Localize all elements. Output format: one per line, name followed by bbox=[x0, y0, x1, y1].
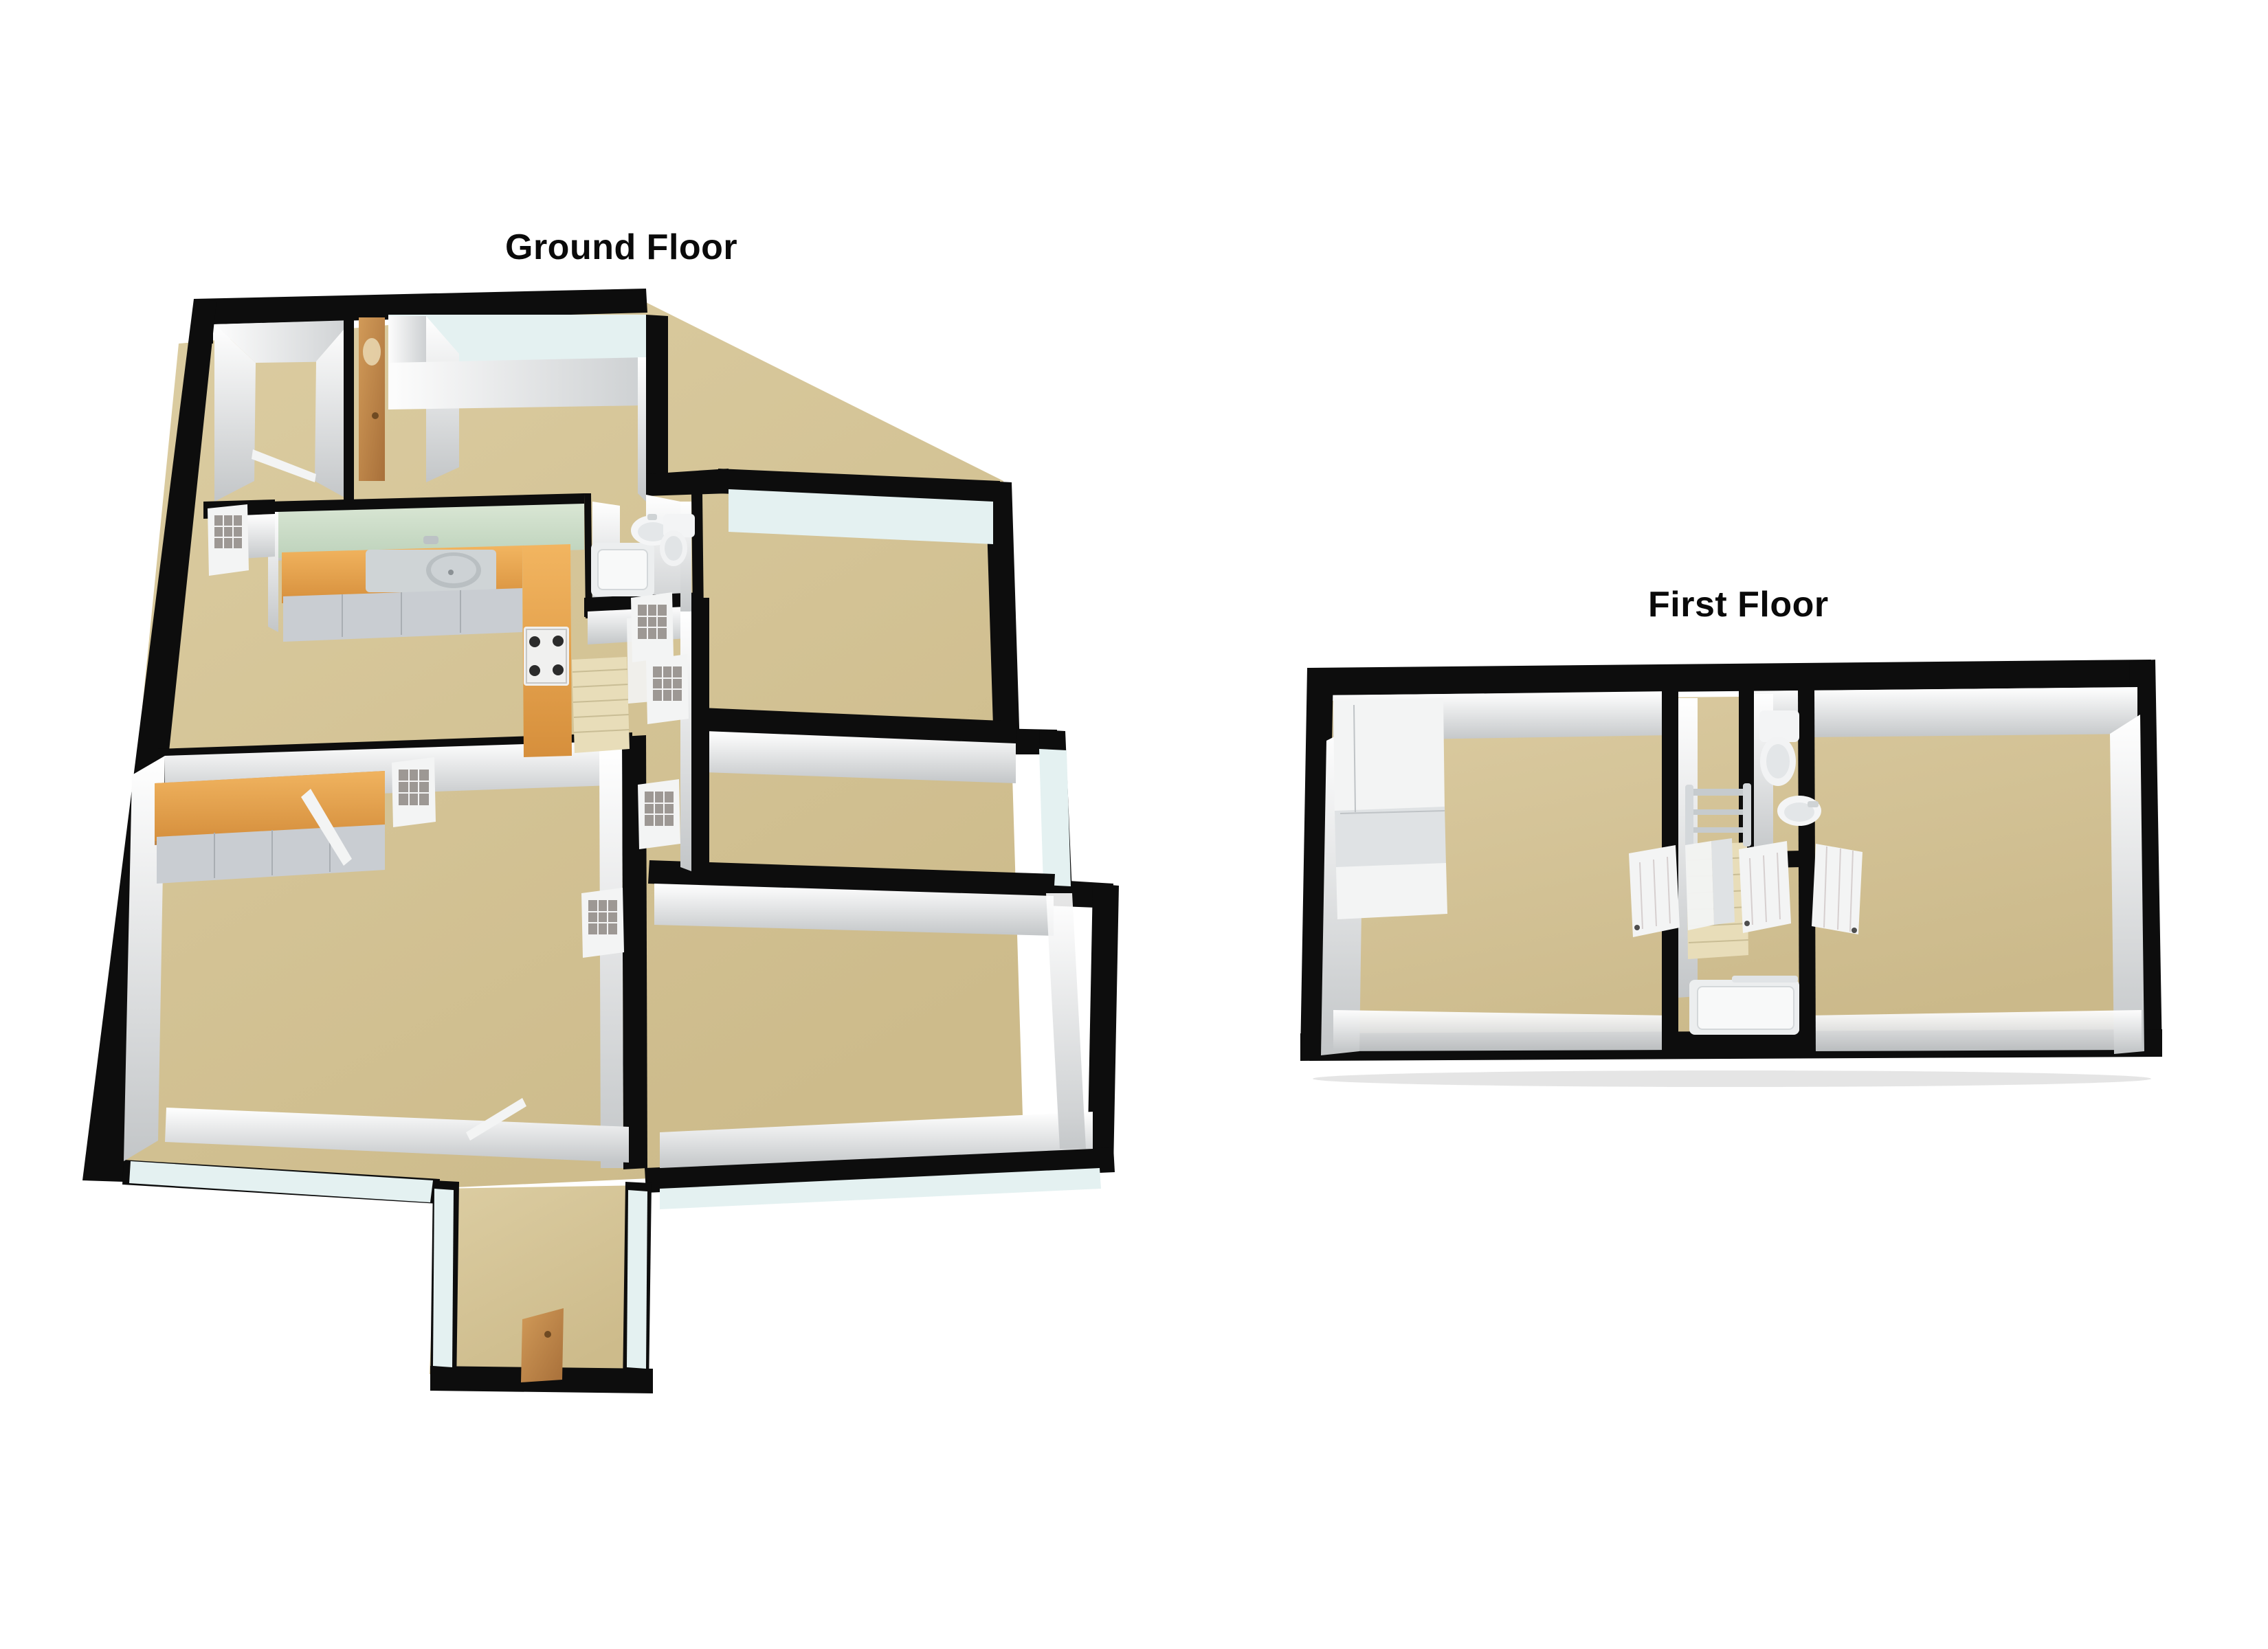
ground-doors bbox=[208, 317, 689, 1382]
hob-icon bbox=[524, 627, 569, 686]
wardrobe-icon bbox=[1333, 698, 1447, 919]
internal-door-icon[interactable] bbox=[1739, 841, 1791, 933]
landing-doors bbox=[1629, 838, 1863, 937]
toilet-icon bbox=[1759, 710, 1799, 742]
door-leaf[interactable] bbox=[301, 789, 352, 866]
plan-shadow bbox=[1313, 1070, 2151, 1087]
door-leaf[interactable] bbox=[466, 1098, 526, 1141]
first-wc-fittings bbox=[1759, 710, 1821, 826]
first-floor-title: First Floor bbox=[1648, 585, 1829, 625]
porch-door-icon[interactable] bbox=[521, 1308, 564, 1382]
internal-door-icon[interactable] bbox=[646, 654, 689, 724]
banister-icon bbox=[1685, 783, 1751, 848]
ground-floor-title: Ground Floor bbox=[505, 227, 738, 267]
bathtub-icon bbox=[1689, 976, 1799, 1035]
internal-door-icon[interactable] bbox=[581, 888, 624, 958]
ground-floor-plan bbox=[41, 275, 1251, 1443]
internal-door-icon[interactable] bbox=[208, 504, 249, 576]
internal-door-icon[interactable] bbox=[1629, 845, 1680, 937]
ground-bathroom-fittings bbox=[591, 514, 695, 596]
internal-door-icon[interactable] bbox=[631, 592, 674, 662]
first-floor-plan bbox=[1258, 639, 2206, 1106]
internal-door-icon[interactable] bbox=[1812, 844, 1863, 934]
internal-door-icon[interactable] bbox=[392, 757, 436, 827]
door-leaf[interactable] bbox=[252, 449, 316, 482]
internal-door-icon[interactable] bbox=[638, 779, 680, 849]
internal-door-icon[interactable] bbox=[1685, 838, 1735, 930]
